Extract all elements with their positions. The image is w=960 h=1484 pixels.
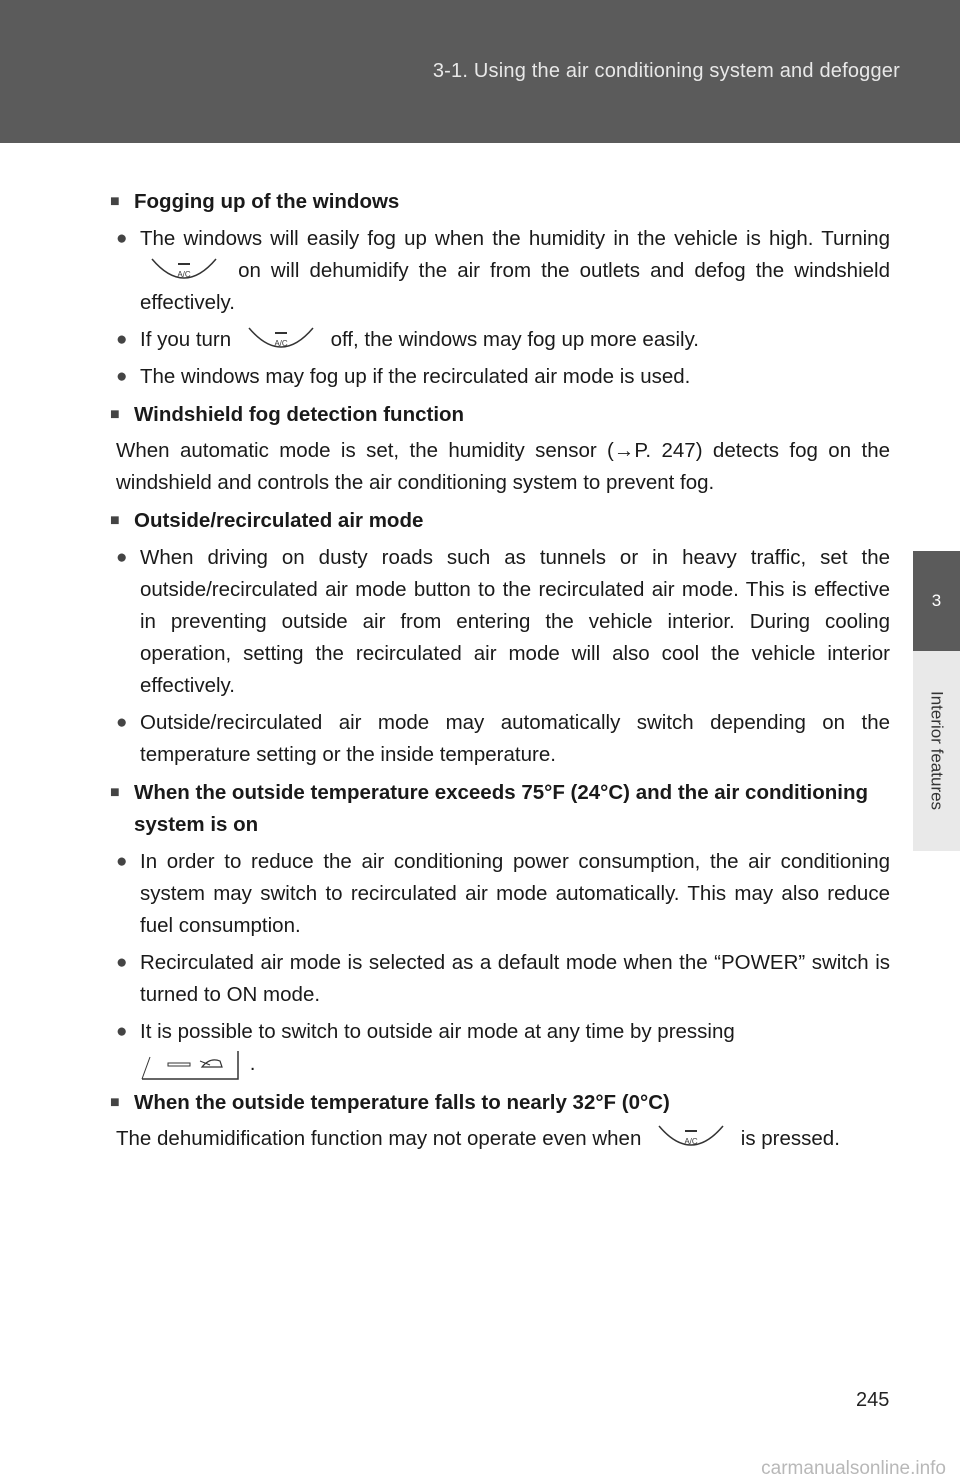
para-cold: The dehumidification function may not op… [110, 1123, 890, 1155]
bullet-fog-1-text-b: on will dehumidify the air from the outl… [140, 259, 890, 314]
bullet-outside-1: When driving on dusty roads such as tunn… [116, 542, 890, 702]
chapter-label: Interior features [913, 651, 960, 851]
para-cold-text-a: The dehumidification function may not op… [116, 1126, 642, 1150]
svg-text:A/C: A/C [684, 1137, 698, 1146]
heading-outside-air: Outside/recirculated air mode [110, 505, 890, 537]
para-cold-text-b: is pressed. [740, 1126, 840, 1150]
bullet-fog-1: The windows will easily fog up when the … [116, 223, 890, 319]
chapter-label-box [913, 651, 960, 851]
bullet-outside-2: Outside/recirculated air mode may automa… [116, 707, 890, 771]
heading-cold-temp: When the outside temperature falls to ne… [110, 1087, 890, 1119]
svg-text:A/C: A/C [274, 339, 288, 348]
outside-air-button-icon [140, 1049, 240, 1081]
heading-fogging: Fogging up of the windows [110, 186, 890, 218]
page-content: Fogging up of the windows The windows wi… [110, 180, 890, 1155]
heading-hot-temp: When the outside temperature exceeds 75°… [110, 777, 890, 841]
bullet-fog-2-text-b: off, the windows may fog up more easily. [330, 328, 699, 351]
header-title: 3-1. Using the air conditioning system a… [432, 60, 900, 82]
chapter-label-text: Interior features [927, 691, 947, 811]
bullet-fog-1-text-a: The windows will easily fog up when the … [140, 227, 890, 250]
bullet-hot-3-text-b: . [249, 1052, 256, 1075]
svg-text:A/C: A/C [177, 270, 191, 279]
bullet-fog-2-text-a: If you turn [140, 328, 232, 351]
ac-button-icon: A/C [657, 1124, 725, 1154]
para-detection: When automatic mode is set, the humidity… [116, 439, 890, 494]
ac-button-icon: A/C [247, 326, 315, 356]
page-number: 245 [856, 1389, 890, 1411]
bullet-fog-3: The windows may fog up if the recirculat… [116, 361, 890, 393]
bullet-hot-1: In order to reduce the air conditioning … [116, 846, 890, 942]
bullet-hot-3: It is possible to switch to outside air … [116, 1016, 890, 1081]
bullet-hot-3-text-a: It is possible to switch to outside air … [140, 1020, 735, 1043]
watermark: carmanualsonline.info [761, 1458, 946, 1479]
heading-detection: Windshield fog detection function [110, 399, 890, 431]
page-header: 3-1. Using the air conditioning system a… [0, 0, 960, 143]
bullet-fog-2: If you turn A/C off, the windows may fog… [116, 324, 890, 356]
chapter-number: 3 [913, 551, 960, 651]
bullet-hot-2: Recirculated air mode is selected as a d… [116, 947, 890, 1011]
ac-button-icon: A/C [150, 257, 218, 287]
